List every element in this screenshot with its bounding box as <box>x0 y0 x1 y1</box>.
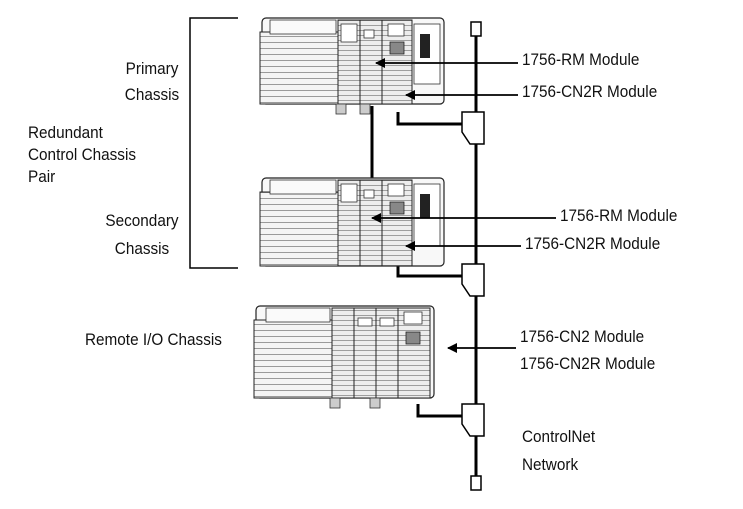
primary-chassis <box>259 17 445 115</box>
redundant-pair-label: Redundant Control Chassis Pair <box>28 123 136 186</box>
remote-io-chassis-label: Remote I/O Chassis <box>85 330 222 349</box>
tap-2 <box>396 263 485 297</box>
primary-cn2r-label: 1756-CN2R Module <box>522 82 658 101</box>
remote-io-chassis <box>253 305 435 409</box>
secondary-chassis <box>259 177 445 267</box>
tap-3 <box>416 403 485 437</box>
remote-cn2r-label: 1756-CN2R Module <box>520 354 656 373</box>
remote-cn2-label: 1756-CN2 Module <box>520 327 645 346</box>
secondary-chassis-label: Secondary Chassis <box>105 211 179 258</box>
secondary-rm-label: 1756-RM Module <box>560 206 678 225</box>
controlnet-trunk <box>470 21 482 491</box>
secondary-cn2r-label: 1756-CN2R Module <box>525 234 661 253</box>
primary-rm-label: 1756-RM Module <box>522 50 640 69</box>
primary-chassis-label: Primary Chassis <box>124 59 180 104</box>
tap-1 <box>396 111 485 145</box>
controlnet-network-label: ControlNet Network <box>522 427 596 474</box>
redundant-pair-bracket <box>189 17 238 269</box>
